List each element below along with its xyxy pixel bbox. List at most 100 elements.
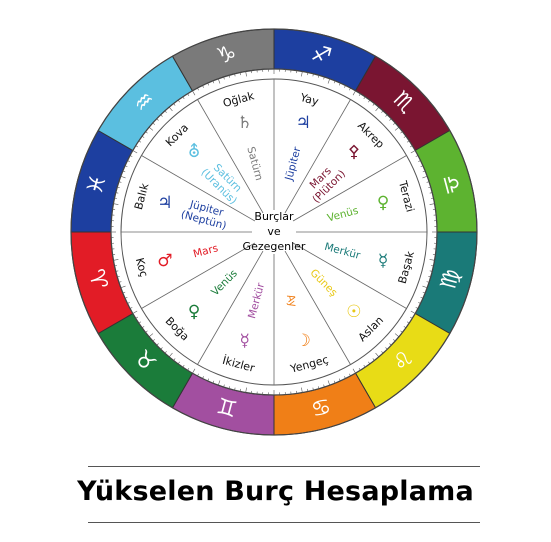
degree-tick [141, 326, 145, 329]
degree-tick [152, 339, 155, 342]
degree-tick [389, 343, 392, 346]
planet-symbol-mars-pluton: ⚴ [348, 142, 360, 162]
degree-tick [400, 330, 403, 333]
degree-tick [415, 155, 419, 157]
degree-tick [120, 285, 126, 289]
degree-tick [333, 380, 336, 384]
sign-name-yay: Yay [298, 91, 321, 109]
degree-tick [115, 270, 119, 272]
degree-tick [187, 93, 190, 97]
planet-symbol-merkur: ☿ [240, 331, 250, 351]
caption: Yükselen Burç Hesaplama [0, 466, 551, 526]
degree-tick [339, 82, 341, 86]
degree-tick [114, 197, 118, 199]
sector-divider [141, 242, 256, 309]
degree-tick [385, 114, 388, 117]
degree-tick [307, 388, 309, 392]
degree-tick [394, 333, 400, 338]
sector-divider [141, 155, 256, 222]
degree-tick [129, 155, 133, 157]
degree-tick [372, 103, 375, 106]
degree-tick [135, 145, 139, 148]
degree-tick [173, 358, 176, 361]
degree-tick [422, 291, 426, 294]
degree-tick [197, 87, 199, 91]
degree-tick [160, 347, 163, 350]
planet-symbol-merkur: ☿ [378, 251, 388, 271]
degree-tick [234, 73, 236, 77]
degree-tick [245, 71, 247, 77]
caption-top-rule [88, 466, 480, 467]
sector-divider [197, 99, 264, 214]
planet-symbol-jupiter-neptun: ♃ [157, 193, 172, 213]
degree-tick [187, 367, 190, 371]
degree-tick [239, 72, 241, 76]
degree-tick [202, 85, 204, 88]
degree-tick [381, 351, 384, 354]
degree-tick [420, 165, 424, 167]
degree-tick [160, 114, 163, 117]
degree-tick [403, 326, 407, 329]
degree-tick [327, 380, 331, 386]
degree-tick [426, 281, 430, 283]
degree-tick [372, 358, 375, 361]
degree-tick [217, 78, 221, 84]
degree-tick [400, 131, 403, 134]
planet-symbol-saturn: ♄ [237, 113, 252, 133]
degree-tick [152, 122, 155, 125]
outer-ring [70, 28, 478, 436]
sector-divider [292, 242, 407, 309]
degree-tick [363, 364, 366, 368]
degree-tick [363, 96, 366, 100]
caption-bottom-rule [88, 522, 480, 523]
degree-tick [429, 192, 433, 194]
degree-tick [168, 352, 173, 358]
degree-tick [177, 361, 180, 365]
degree-tick [410, 310, 416, 314]
degree-tick [344, 376, 346, 379]
planet-name-ay: Ay [284, 293, 299, 308]
zodiac-wheel: ♐Yay♃Jüpiter♏Akrep⚴Mars(Plüton)♎Terazi♀V… [70, 28, 478, 436]
degree-tick [418, 302, 421, 304]
degree-tick [124, 165, 128, 167]
degree-tick [122, 170, 126, 173]
degree-tick [422, 175, 428, 179]
degree-tick [129, 307, 133, 309]
degree-tick [117, 186, 120, 189]
degree-tick [156, 118, 159, 121]
degree-tick [164, 351, 167, 354]
sector-divider [292, 155, 407, 222]
degree-tick [138, 140, 142, 143]
degree-tick [312, 73, 314, 77]
degree-tick [148, 333, 154, 338]
caption-title: Yükselen Burç Hesaplama [77, 476, 474, 507]
degree-tick [156, 343, 159, 346]
degree-tick [117, 275, 120, 278]
sector-divider [284, 250, 351, 365]
degree-tick [375, 106, 380, 112]
degree-tick [430, 265, 434, 267]
degree-ticks [111, 69, 437, 395]
degree-tick [192, 90, 196, 96]
degree-tick [385, 347, 388, 350]
degree-tick [207, 82, 209, 86]
degree-tick [394, 126, 400, 131]
degree-tick [349, 87, 351, 91]
degree-tick [428, 275, 431, 278]
degree-tick [223, 384, 225, 388]
sector-divider [284, 99, 351, 214]
degree-tick [428, 186, 431, 189]
degree-tick [228, 386, 231, 389]
degree-tick [375, 352, 380, 358]
degree-tick [368, 361, 371, 365]
degree-tick [164, 110, 167, 113]
center-label-line2: ve [267, 225, 281, 238]
degree-tick [228, 75, 231, 78]
center-label-line1: Burçlar [254, 210, 294, 223]
degree-tick [132, 310, 138, 314]
degree-tick [207, 378, 209, 382]
sector-divider [197, 250, 264, 365]
degree-tick [120, 175, 126, 179]
planet-symbol-gunes: ☉ [346, 302, 361, 322]
degree-tick [409, 316, 413, 319]
